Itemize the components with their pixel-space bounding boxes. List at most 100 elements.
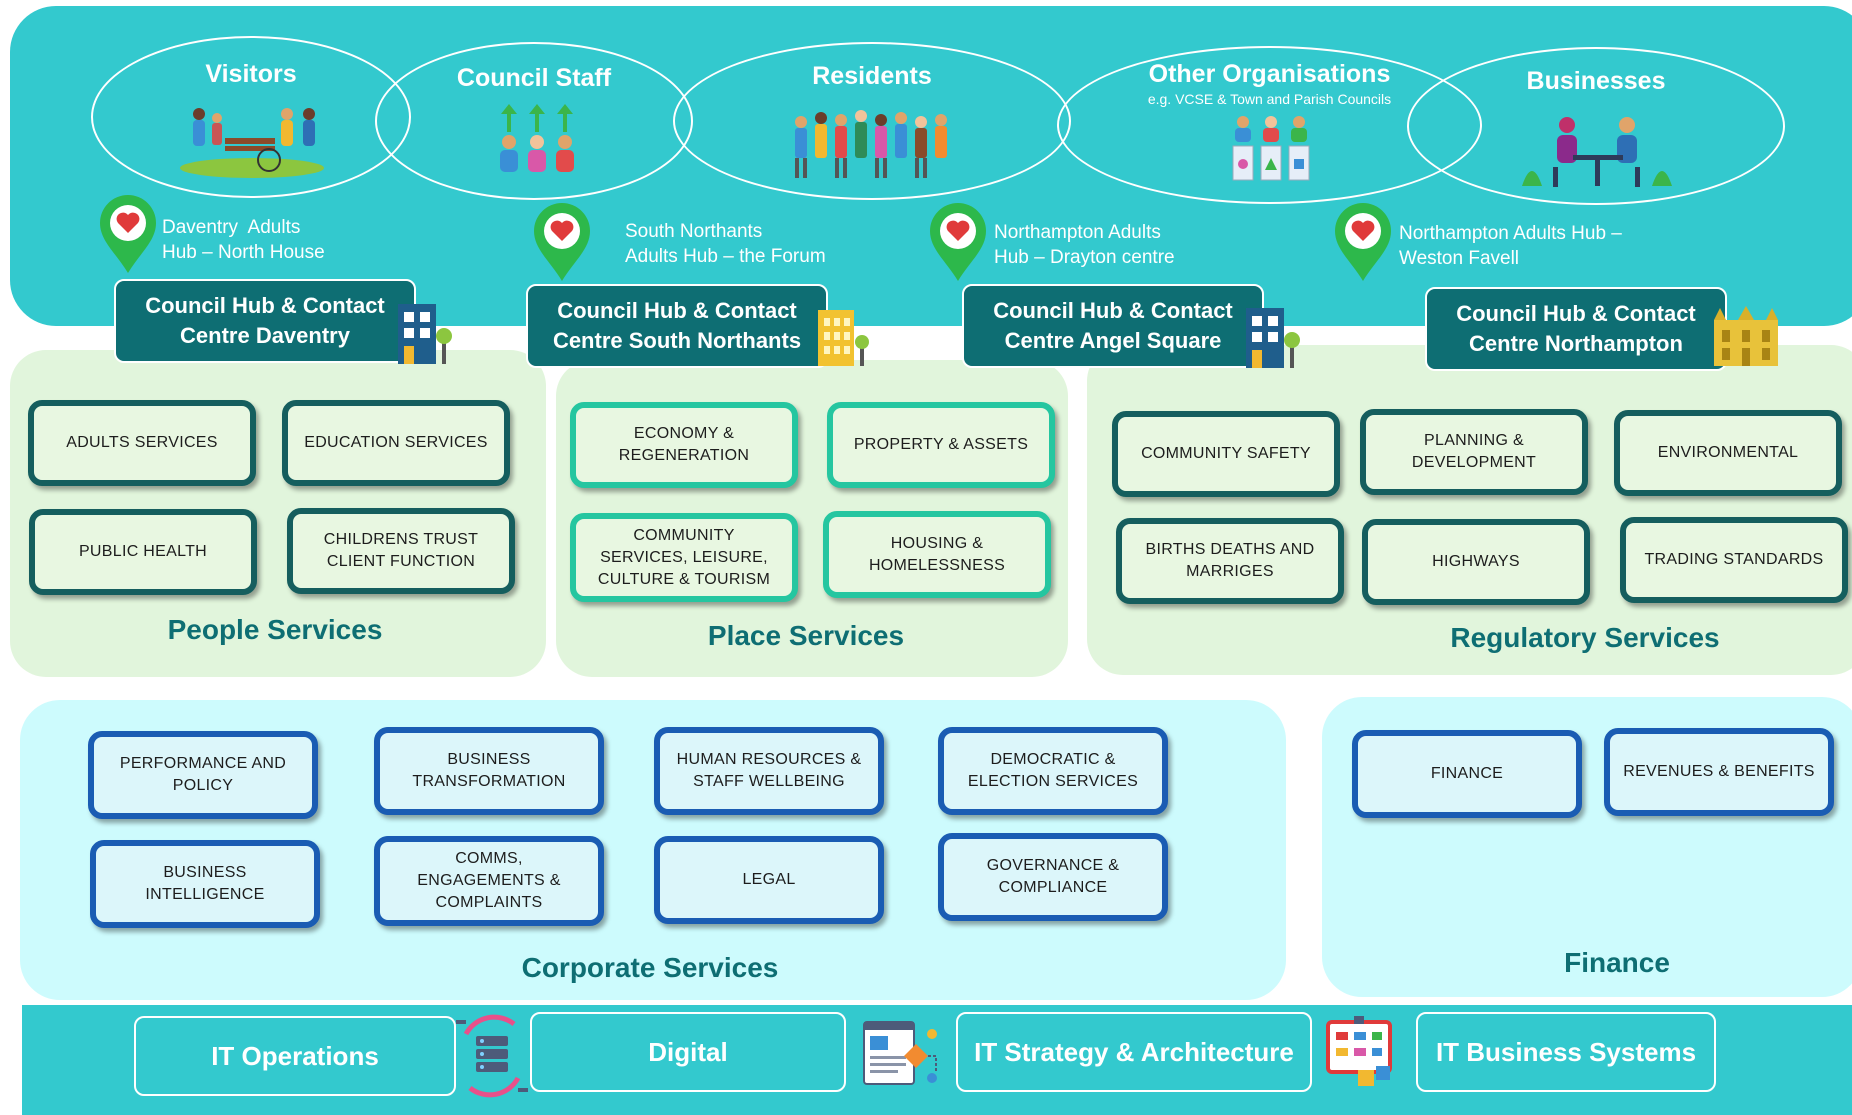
location-pin-icon bbox=[100, 195, 156, 273]
building-icon bbox=[1246, 308, 1300, 368]
service-label-line2: INTELLIGENCE bbox=[145, 886, 265, 903]
adult-hub-daventry-line2: Hub – North House bbox=[162, 242, 325, 263]
service-label-line1: BIRTHS DEATHS AND bbox=[1145, 541, 1315, 558]
service-label-line2: ENGAGEMENTS & bbox=[417, 872, 561, 889]
service-label-line1: BUSINESS bbox=[447, 751, 531, 768]
it-operations-label: IT Operations bbox=[211, 1040, 379, 1071]
regulatory-services-panel bbox=[1087, 345, 1852, 675]
service-births-deaths-marriages: BIRTHS DEATHS AND MARRIGES bbox=[1116, 518, 1344, 604]
adult-hub-daventry-line1: Daventry Adults bbox=[162, 217, 301, 238]
service-community-leisure: COMMUNITY SERVICES, LEISURE, CULTURE & TOU… bbox=[570, 513, 798, 602]
service-label-line2: SERVICES, LEISURE, bbox=[600, 548, 768, 566]
service-label: TRADING STANDARDS bbox=[1644, 551, 1824, 568]
service-label-line2: ELECTION SERVICES bbox=[967, 773, 1139, 790]
guildhall-icon bbox=[1714, 306, 1778, 366]
digital-dashboard-icon bbox=[863, 1021, 937, 1085]
adult-hub-drayton-line1: Northampton Adults bbox=[994, 222, 1161, 243]
council-hub-daventry-line1: Council Hub & Contact bbox=[145, 293, 385, 318]
service-label: PROPERTY & ASSETS bbox=[853, 436, 1029, 453]
council-hub-northampton-line2: Centre Northampton bbox=[1469, 331, 1683, 356]
visitors-icon bbox=[180, 108, 324, 178]
council-hub-daventry-line2: Centre Daventry bbox=[180, 323, 350, 348]
service-label-line1: GOVERNANCE & bbox=[986, 857, 1120, 874]
service-label-line2: TRANSFORMATION bbox=[412, 773, 566, 790]
audience-businesses: Businesses bbox=[1407, 47, 1785, 205]
service-label-line1: DEMOCRATIC & bbox=[990, 751, 1116, 768]
digital-box: Digital bbox=[530, 1012, 846, 1092]
audience-visitors-label: Visitors bbox=[205, 60, 297, 88]
service-label-line3: COMPLAINTS bbox=[435, 894, 543, 911]
service-label-line1: PLANNING & bbox=[1424, 432, 1524, 449]
service-label-line3: CULTURE & TOURISM bbox=[597, 570, 771, 588]
location-pin-icon bbox=[1335, 203, 1391, 281]
service-planning-development: PLANNING & DEVELOPMENT bbox=[1360, 409, 1588, 495]
service-trading-standards: TRADING STANDARDS bbox=[1620, 517, 1848, 603]
audience-businesses-label: Businesses bbox=[1526, 67, 1666, 95]
service-revenues-benefits: REVENUES & BENEFITS bbox=[1604, 728, 1834, 816]
location-pin-icon bbox=[534, 203, 590, 281]
council-hub-south-northants-line1: Council Hub & Contact bbox=[557, 298, 797, 323]
service-label-line1: HOUSING & bbox=[890, 534, 984, 552]
adult-hub-weston-favell-line1: Northampton Adults Hub – bbox=[1399, 223, 1622, 244]
adult-hub-weston-favell: Northampton Adults Hub – Weston Favell bbox=[1331, 201, 1711, 283]
service-label-line2: REGENERATION bbox=[618, 447, 750, 464]
service-adults: ADULTS SERVICES bbox=[28, 400, 256, 486]
adult-hub-south-northants: South Northants Adults Hub – the Forum bbox=[530, 201, 890, 283]
service-governance-compliance: GOVERNANCE &COMPLIANCE bbox=[938, 833, 1168, 921]
service-housing-homelessness: HOUSING &HOMELESSNESS bbox=[823, 511, 1051, 598]
audience-visitors: Visitors bbox=[91, 36, 411, 198]
service-label: LEGAL bbox=[742, 871, 796, 888]
service-label-line1: COMMS, bbox=[455, 850, 523, 867]
residents-icon bbox=[795, 110, 947, 178]
service-business-intelligence: BUSINESS INTELLIGENCE bbox=[90, 840, 320, 928]
service-community-safety: COMMUNITY SAFETY bbox=[1112, 411, 1340, 497]
server-icon bbox=[456, 1014, 528, 1098]
service-label-line2: MARRIGES bbox=[1186, 563, 1274, 580]
strategy-board-icon bbox=[1326, 1016, 1392, 1086]
location-pin-icon bbox=[930, 203, 986, 281]
service-label: HIGHWAYS bbox=[1432, 553, 1520, 570]
audience-residents-label: Residents bbox=[812, 62, 932, 90]
service-human-resources: HUMAN RESOURCES &STAFF WELLBEING bbox=[654, 727, 884, 815]
council-hub-angel-square-line2: Centre Angel Square bbox=[1004, 328, 1222, 353]
place-services-title: Place Services bbox=[707, 620, 905, 651]
council-hub-northampton-line1: Council Hub & Contact bbox=[1456, 301, 1696, 326]
audience-residents: Residents bbox=[673, 42, 1071, 200]
service-label-line1: ECONOMY & bbox=[633, 425, 735, 442]
building-icon bbox=[818, 310, 869, 366]
service-label-line1: BUSINESS bbox=[163, 864, 247, 881]
service-property-assets: PROPERTY & ASSETS bbox=[827, 402, 1055, 488]
adult-hub-weston-favell-line2: Weston Favell bbox=[1399, 248, 1520, 269]
service-comms-engagement: COMMS, ENGAGEMENTS & COMPLAINTS bbox=[374, 836, 604, 926]
businesses-icon bbox=[1522, 117, 1672, 187]
building-icon bbox=[398, 304, 452, 364]
adult-hub-drayton: Northampton Adults Hub – Drayton centre bbox=[926, 201, 1286, 283]
service-label-line2: DEVELOPMENT bbox=[1411, 454, 1537, 471]
service-label-line1: COMMUNITY bbox=[633, 526, 735, 544]
service-environmental: ENVIRONMENTAL bbox=[1614, 410, 1842, 496]
finance-title: Finance bbox=[1564, 947, 1670, 978]
it-strategy-box: IT Strategy & Architecture bbox=[956, 1012, 1312, 1092]
service-label: EDUCATION SERVICES bbox=[304, 434, 488, 451]
service-label-line1: CHILDRENS TRUST bbox=[323, 531, 479, 548]
service-public-health: PUBLIC HEALTH bbox=[29, 509, 257, 595]
audience-council-staff: Council Staff bbox=[375, 42, 693, 200]
audience-council-staff-label: Council Staff bbox=[456, 64, 612, 92]
service-label: COMMUNITY SAFETY bbox=[1141, 445, 1311, 462]
organisations-icon bbox=[1232, 116, 1310, 181]
service-label: FINANCE bbox=[1430, 765, 1504, 782]
service-legal: LEGAL bbox=[654, 836, 884, 924]
adult-hub-drayton-line2: Hub – Drayton centre bbox=[994, 247, 1175, 268]
service-label: PUBLIC HEALTH bbox=[78, 543, 208, 560]
it-business-systems-box: IT Business Systems bbox=[1416, 1012, 1716, 1092]
service-label: REVENUES & BENEFITS bbox=[1623, 763, 1815, 780]
service-business-transformation: BUSINESS TRANSFORMATION bbox=[374, 727, 604, 815]
service-label: ENVIRONMENTAL bbox=[1657, 444, 1799, 461]
adult-hub-daventry: Daventry Adults Hub – North House bbox=[96, 193, 456, 275]
service-label-line1: HUMAN RESOURCES & bbox=[676, 751, 862, 768]
adult-hub-south-northants-line1: South Northants bbox=[625, 221, 763, 242]
